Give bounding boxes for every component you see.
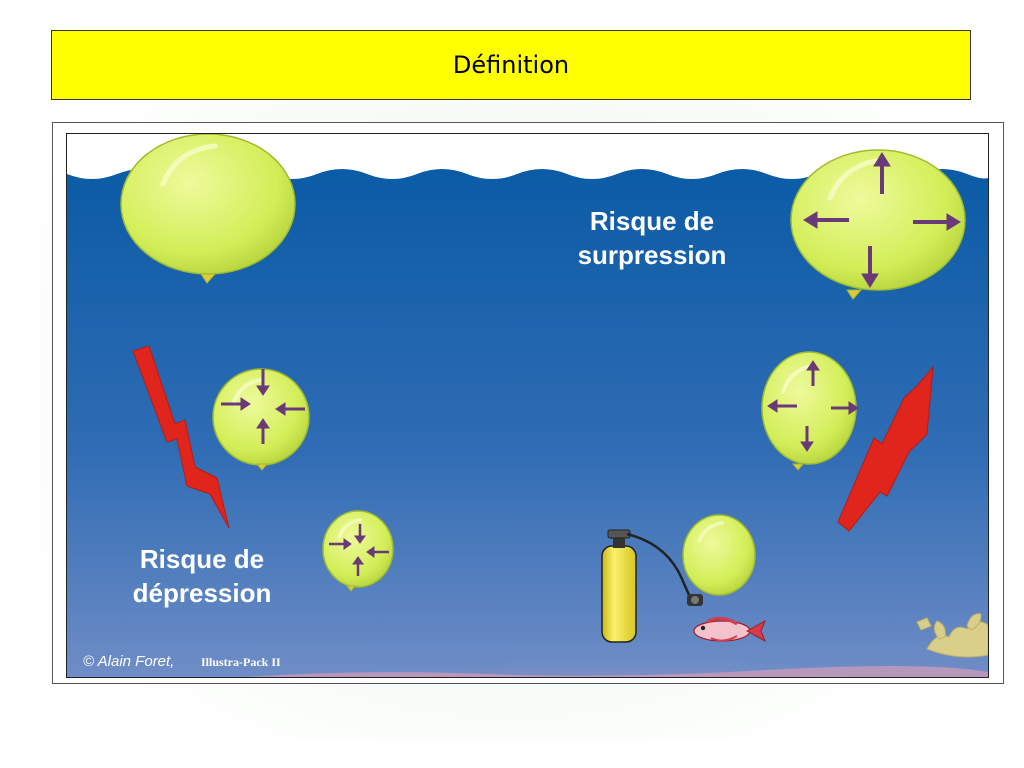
ascent-arrow-icon	[837, 365, 934, 532]
balloon-expanding-mid	[761, 351, 857, 471]
diving-illustration: Risque de surpression Risque de dépressi…	[66, 133, 989, 678]
balloon-compressed-mid	[212, 368, 310, 471]
water	[67, 169, 988, 677]
label-surpression-line2: surpression	[578, 240, 727, 270]
scuba-tank	[601, 529, 703, 643]
red-fish	[693, 617, 766, 643]
descent-arrow-icon	[132, 345, 230, 529]
balloon-at-depth	[682, 514, 756, 596]
label-surpression-line1: Risque de	[590, 206, 714, 236]
label-depression-line1: Risque de	[140, 544, 264, 574]
page-title: Définition	[452, 51, 570, 79]
compression-arrows-mid	[221, 369, 305, 444]
label-depression-line2: dépression	[133, 578, 272, 608]
seabed-sand	[247, 665, 988, 677]
title-banner: Définition	[51, 30, 971, 100]
credit-product: Illustra-Pack II	[201, 655, 281, 669]
expansion-arrows-surface	[803, 152, 961, 288]
balloon-expanding-surface	[790, 149, 966, 300]
credit-author: © Alain Foret,	[83, 653, 174, 670]
balloon-surface-left	[120, 134, 296, 284]
coral	[916, 613, 988, 658]
balloon-compressed-deep	[322, 510, 394, 592]
seabed	[367, 644, 887, 677]
compression-arrows-deep	[329, 524, 389, 576]
expansion-arrows-mid	[767, 360, 859, 452]
